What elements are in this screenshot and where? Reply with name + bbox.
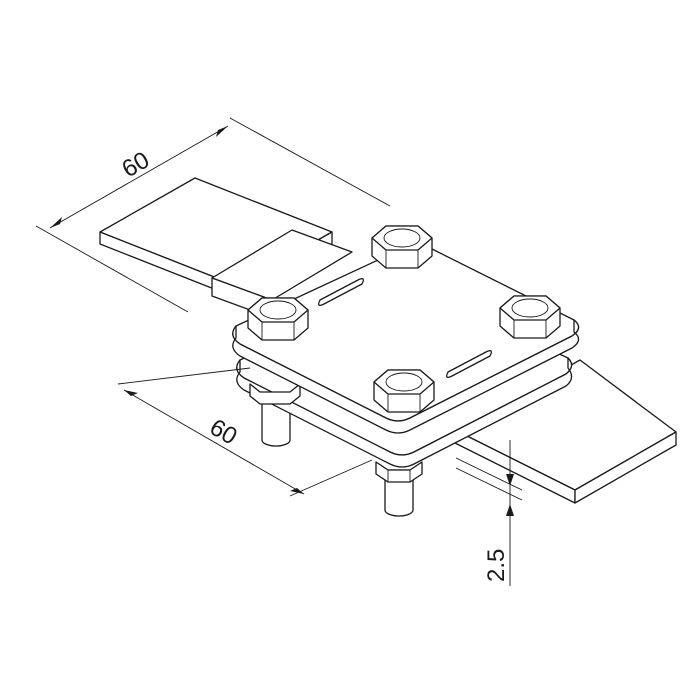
- lower-nut-left: [249, 383, 301, 405]
- hex-nut-top: [371, 225, 433, 269]
- lower-nut-front: [375, 461, 423, 483]
- hex-nut-left: [247, 297, 309, 341]
- dimension-top-label: 60: [118, 146, 155, 183]
- hex-nut-front: [373, 369, 435, 413]
- hex-nut-right: [499, 295, 561, 339]
- dimension-thickness-label: 2.5: [483, 549, 510, 582]
- top-plate: [232, 244, 580, 434]
- dimension-thickness: 2.5: [455, 440, 523, 586]
- dimension-bottom-label: 60: [205, 414, 242, 451]
